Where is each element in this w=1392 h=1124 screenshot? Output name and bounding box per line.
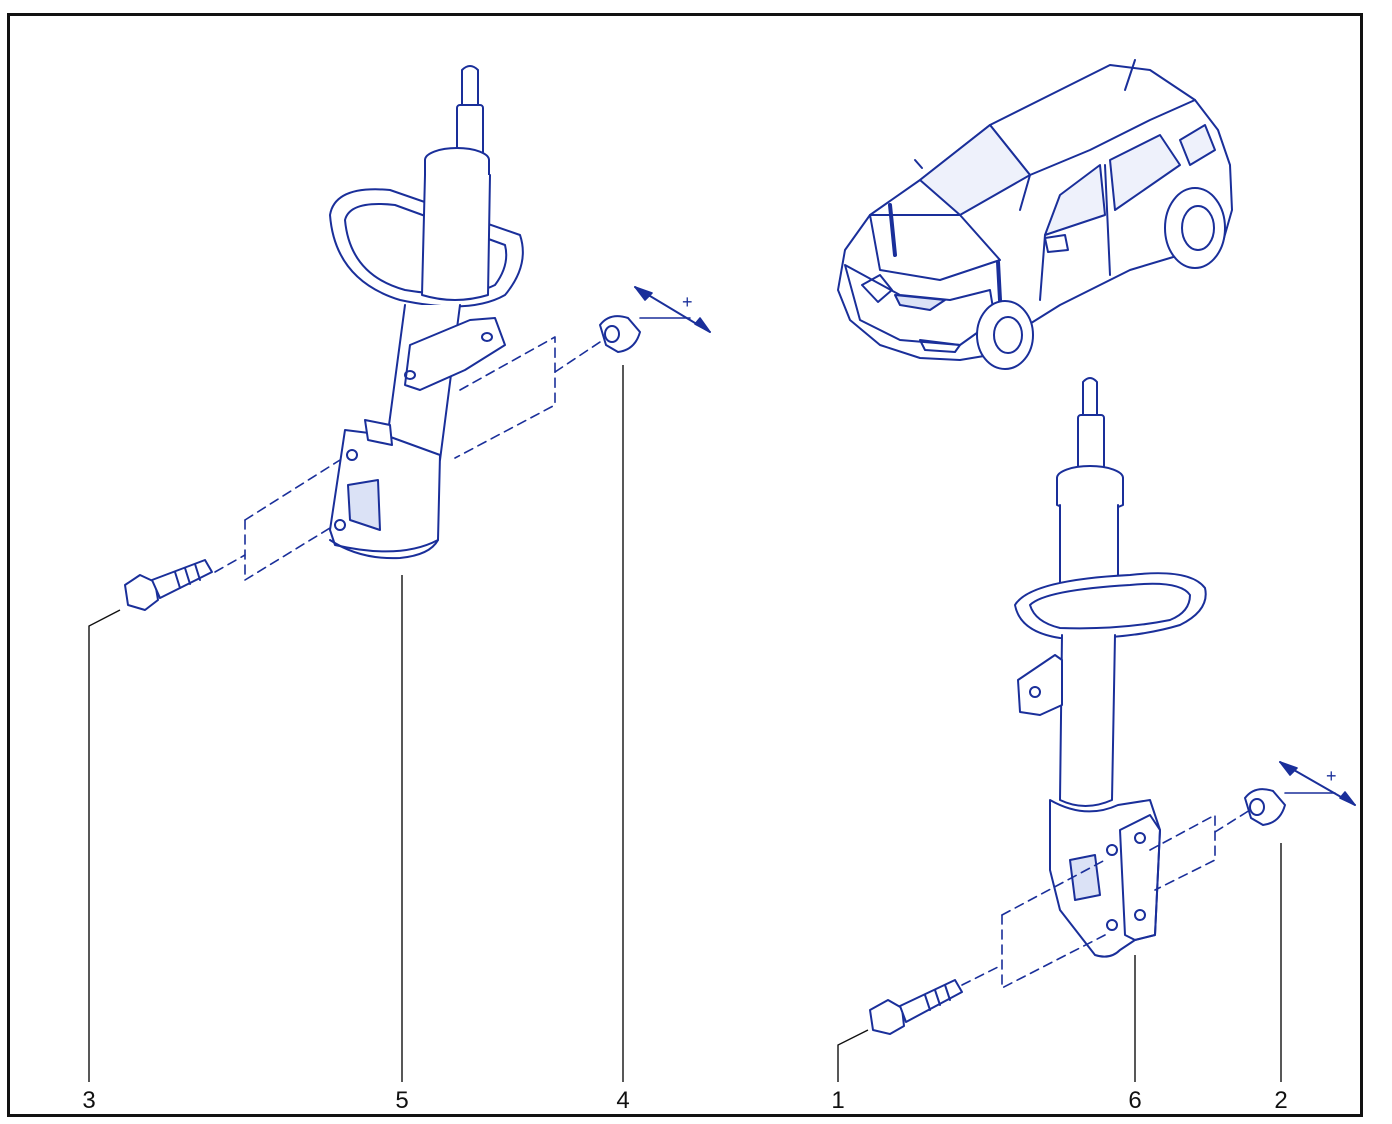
nut-icon-right <box>1245 789 1285 825</box>
callout-label-4: 4 <box>616 1087 630 1114</box>
callout-label-2: 2 <box>1274 1087 1288 1114</box>
bolt-icon-right <box>870 980 962 1034</box>
callout-label-3: 3 <box>82 1087 96 1114</box>
torque-mark-right <box>1279 761 1356 806</box>
bolt-icon-left <box>125 560 212 610</box>
callout-label-6: 6 <box>1128 1087 1142 1114</box>
torque-mark-left <box>634 286 711 333</box>
callout-label-1: 1 <box>831 1087 845 1114</box>
torque-plus-left: + <box>682 292 693 312</box>
leader-lines <box>88 365 1282 1082</box>
nut-icon-left <box>600 316 640 352</box>
assembly-lines <box>214 336 1251 989</box>
shock-absorber-right <box>1015 378 1206 957</box>
car-icon <box>838 60 1232 369</box>
callout-label-5: 5 <box>395 1087 409 1114</box>
diagram-frame <box>7 13 1363 1117</box>
torque-plus-right: + <box>1326 766 1337 786</box>
shock-absorber-left <box>330 66 523 558</box>
